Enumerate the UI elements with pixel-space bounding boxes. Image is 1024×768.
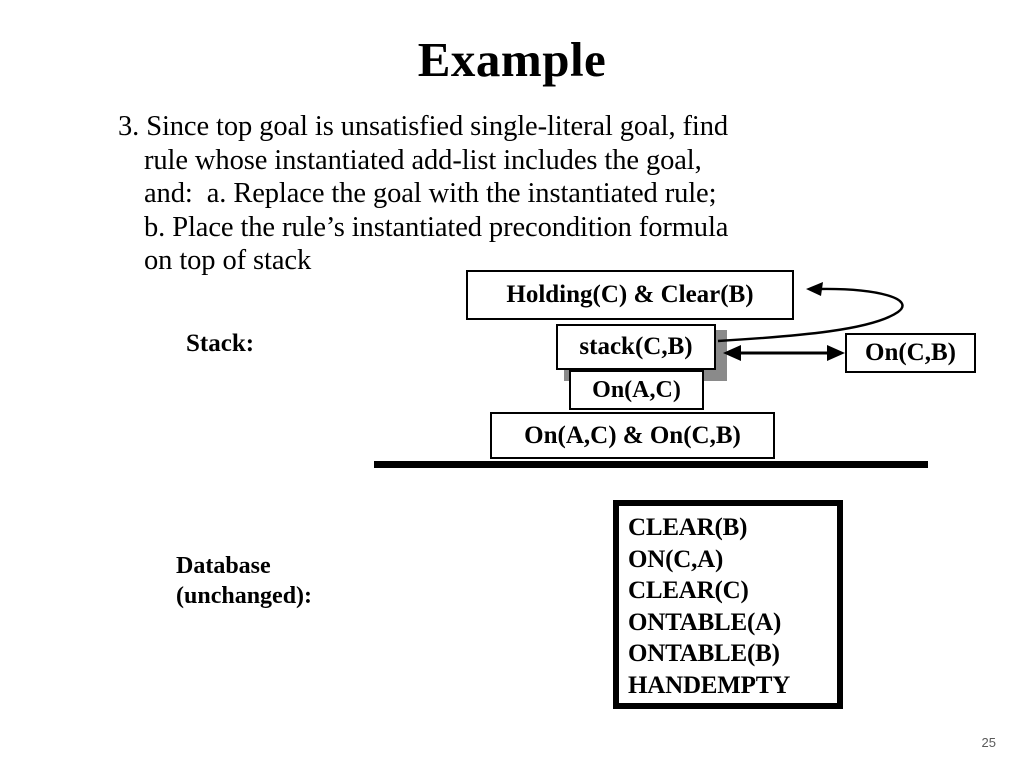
database-item: HANDEMPTY	[628, 671, 791, 699]
page-number: 25	[981, 735, 996, 750]
side-box-on-cb[interactable]: On(C,B)	[845, 333, 976, 373]
double-headed-arrow	[723, 345, 845, 361]
stack-caption: Stack:	[186, 330, 255, 357]
database-item: CLEAR(B)	[628, 514, 748, 541]
database-item: ON(C,A)	[628, 545, 724, 573]
database-item: ONTABLE(A)	[628, 608, 782, 636]
stack-box-stack-operator[interactable]: stack(C,B)	[556, 324, 716, 370]
stack-box-on-ac[interactable]: On(A,C)	[569, 370, 704, 410]
database-caption: Database (unchanged):	[176, 553, 313, 609]
database-item: ONTABLE(B)	[628, 640, 780, 667]
stack-baseline-rule	[374, 461, 928, 468]
body-paragraph: 3. Since top goal is unsatisfied single-…	[118, 111, 729, 276]
stack-box-holding-clear[interactable]: Holding(C) & Clear(B)	[466, 270, 794, 320]
database-item: CLEAR(C)	[628, 577, 749, 604]
database-list-box: CLEAR(B) ON(C,A) CLEAR(C) ONTABLE(A) ONT…	[613, 500, 843, 709]
stack-box-on-ac-and-on-cb[interactable]: On(A,C) & On(C,B)	[490, 412, 775, 459]
page-title: Example	[417, 32, 607, 87]
